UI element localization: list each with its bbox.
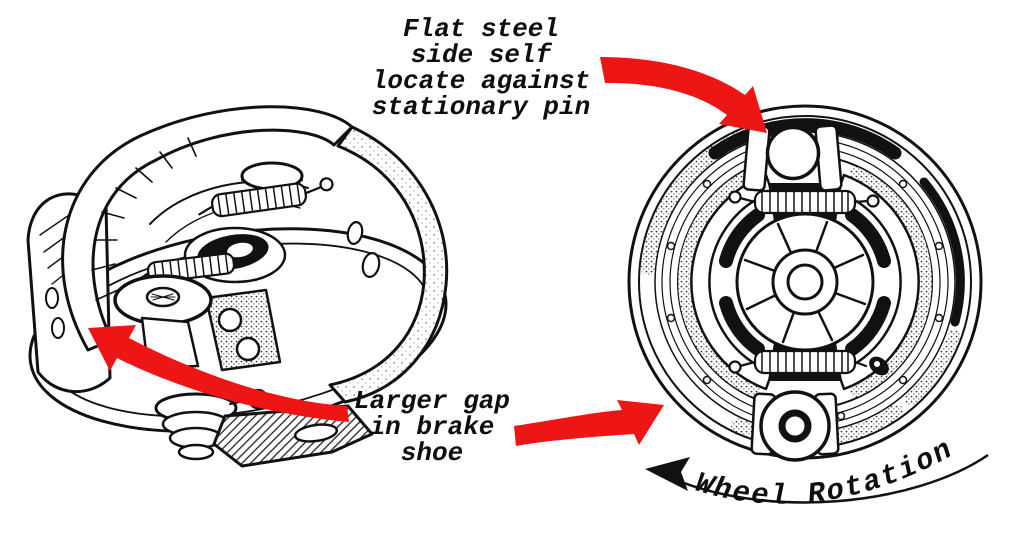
shoe-web-plate [204,288,282,372]
annotation-line: locate against [371,66,591,96]
adjuster-assembly [750,390,840,462]
annotation-line: stationary pin [371,92,591,122]
brake-assembly-perspective-illustration [26,105,449,468]
drum-brake-front-view-illustration [627,104,983,462]
bracket-arm [212,404,374,468]
stationary-pin-assembly [742,124,843,192]
annotation-larger-gap: Larger gap in brake shoe [307,388,557,466]
annotation-line: Larger gap [353,386,511,416]
annotation-line: shoe [400,438,464,468]
arrow-to-drum-brake-icon [514,400,664,446]
wheel-rotation-arrow-curve [661,453,989,504]
mounting-stem [154,388,269,461]
annotation-line: Flat steel [402,14,560,44]
lower-return-spring [728,349,889,376]
arrow-to-stationary-pin-icon [600,57,767,133]
arrow-to-left-brake-gap-icon [88,325,349,422]
hub-shadow-arcs [719,208,891,356]
drum-shadow-crescents [708,118,965,327]
right-shoe-band [328,125,449,404]
annotation-line: in brake [369,412,495,442]
annotation-flat-steel-pin: Flat steel side self locate against stat… [321,16,641,120]
annotation-line: side self [410,40,552,70]
wheel-rotation-arrowhead-icon [645,457,690,491]
callout-arrows [88,57,767,446]
upper-return-spring [728,189,880,215]
return-spring-top [198,177,334,218]
hub [735,212,875,352]
